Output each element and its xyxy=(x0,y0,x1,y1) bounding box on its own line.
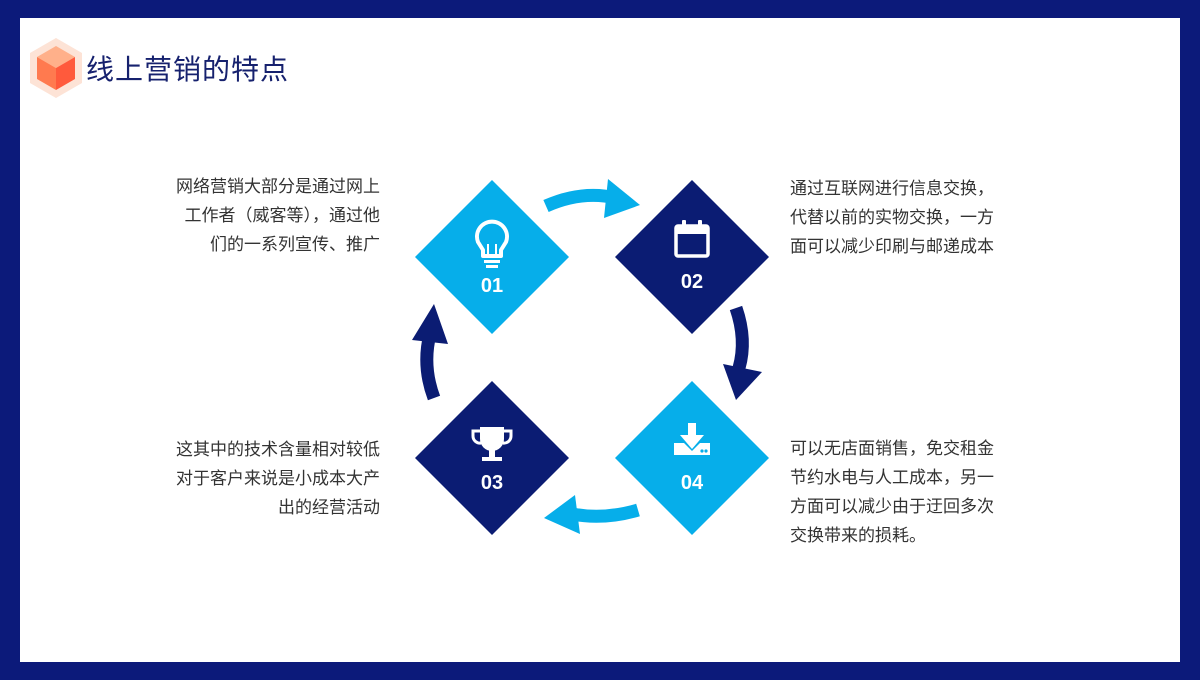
step-number: 03 xyxy=(481,472,503,494)
step-number: 01 xyxy=(481,275,503,297)
step-02-description: 通过互联网进行信息交换， 代替以前的实物交换，一方 面可以减少印刷与邮递成本 xyxy=(790,175,994,262)
step-03-description: 这其中的技术含量相对较低 对于客户来说是小成本大产 出的经营活动 xyxy=(176,436,380,523)
step-04-description: 可以无店面销售，免交租金 节约水电与人工成本，另一 方面可以减少由于迂回多次 交… xyxy=(790,435,994,551)
step-03: 03 xyxy=(415,381,569,535)
download-icon xyxy=(674,423,710,455)
page-title: 线上营销的特点 xyxy=(86,53,290,86)
description-line: 节约水电与人工成本，另一 xyxy=(790,468,994,488)
step-01: 01 xyxy=(415,180,569,334)
arrow-1-to-2 xyxy=(543,179,640,218)
step-04: 04 xyxy=(615,381,769,535)
slide: 线上营销的特点 01 xyxy=(20,18,1180,662)
description-line: 代替以前的实物交换，一方 xyxy=(790,208,994,228)
trophy-icon xyxy=(471,427,513,461)
description-line: 对于客户来说是小成本大产 xyxy=(176,469,380,489)
description-line: 工作者（威客等），通过他 xyxy=(184,206,381,226)
lightbulb-icon xyxy=(475,219,509,268)
description-line: 面可以减少印刷与邮递成本 xyxy=(790,237,994,257)
description-line: 方面可以减少由于迂回多次 xyxy=(790,497,994,517)
step-02: 02 xyxy=(615,180,769,334)
arrow-4-to-3 xyxy=(544,495,640,534)
cycle-diagram: 01 02 03 xyxy=(412,179,769,535)
description-line: 交换带来的损耗。 xyxy=(790,526,926,546)
calendar-icon xyxy=(674,220,710,258)
step-number: 04 xyxy=(681,472,704,494)
description-line: 出的经营活动 xyxy=(278,498,380,518)
arrow-2-to-4 xyxy=(723,305,762,400)
step-number: 02 xyxy=(681,271,703,293)
description-line: 可以无店面销售，免交租金 xyxy=(790,439,994,459)
description-line: 网络营销大部分是通过网上 xyxy=(176,177,380,197)
arrow-3-to-1 xyxy=(412,304,448,401)
cube-logo-icon xyxy=(30,38,82,98)
description-line: 这其中的技术含量相对较低 xyxy=(176,440,380,460)
description-line: 通过互联网进行信息交换， xyxy=(790,179,994,199)
step-01-description: 网络营销大部分是通过网上 工作者（威客等），通过他 们的一系列宣传、推广 xyxy=(176,173,380,260)
description-line: 们的一系列宣传、推广 xyxy=(210,235,380,255)
